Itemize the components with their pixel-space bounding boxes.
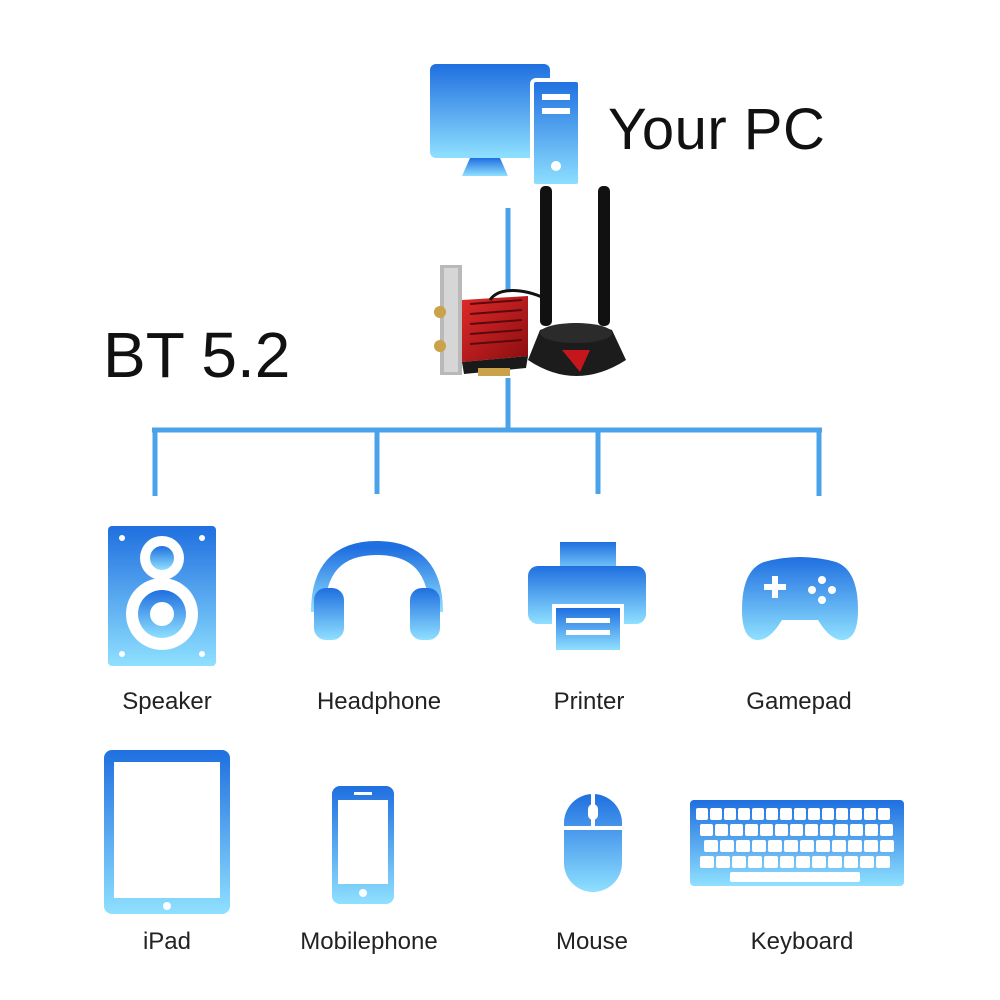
keyboard-key [832, 840, 846, 852]
keyboard-key [766, 808, 778, 820]
keyboard-key [732, 856, 746, 868]
pc-icon [430, 64, 580, 186]
keyboard-key [745, 824, 758, 836]
keyboard-key [800, 840, 814, 852]
keyboard-key [775, 824, 788, 836]
keyboard-key [878, 808, 890, 820]
antenna-base-image [528, 186, 626, 376]
keyboard-key [828, 856, 842, 868]
keyboard-key [780, 856, 794, 868]
keyboard-key [696, 808, 708, 820]
printer-icon [528, 542, 646, 650]
keyboard-key [794, 808, 806, 820]
keyboard-key [880, 840, 894, 852]
speaker-icon [108, 526, 216, 666]
device-label-printer: Printer [489, 688, 689, 716]
device-label-ipad: iPad [67, 928, 267, 956]
keyboard-key [844, 856, 858, 868]
device-label-mobilephone: Mobilephone [269, 928, 469, 956]
keyboard-key [860, 856, 874, 868]
keyboard-key [704, 840, 718, 852]
keyboard-key [764, 856, 778, 868]
device-label-headphone: Headphone [279, 688, 479, 716]
keyboard-key [736, 840, 750, 852]
keyboard-key [790, 824, 803, 836]
keyboard-key [820, 824, 833, 836]
keyboard-key [710, 808, 722, 820]
keyboard-key [848, 840, 862, 852]
keyboard-key [752, 840, 766, 852]
keyboard-key [715, 824, 728, 836]
keyboard-key [836, 808, 848, 820]
keyboard-key [864, 808, 876, 820]
keyboard-key [864, 840, 878, 852]
keyboard-key [760, 824, 773, 836]
mouse-icon [564, 794, 622, 892]
keyboard-icon [690, 800, 904, 886]
keyboard-key [808, 808, 820, 820]
device-label-mouse: Mouse [492, 928, 692, 956]
keyboard-key [730, 824, 743, 836]
keyboard-key [700, 824, 713, 836]
keyboard-key [850, 824, 863, 836]
keyboard-key [748, 856, 762, 868]
keyboard-key [880, 824, 893, 836]
keyboard-key [876, 856, 890, 868]
device-label-keyboard: Keyboard [702, 928, 902, 956]
keyboard-key [752, 808, 764, 820]
keyboard-key [738, 808, 750, 820]
keyboard-key [796, 856, 810, 868]
keyboard-key [822, 808, 834, 820]
headphone-icon [314, 548, 440, 640]
keyboard-key [805, 824, 818, 836]
tablet-icon [104, 750, 230, 914]
keyboard-key [720, 840, 734, 852]
keyboard-key [784, 840, 798, 852]
keyboard-key [768, 840, 782, 852]
keyboard-key [780, 808, 792, 820]
phone-icon [332, 786, 394, 904]
keyboard-spacebar [730, 872, 860, 882]
gamepad-icon [742, 557, 858, 640]
keyboard-key [716, 856, 730, 868]
keyboard-key [865, 824, 878, 836]
keyboard-key [700, 856, 714, 868]
device-label-speaker: Speaker [67, 688, 267, 716]
keyboard-key [812, 856, 826, 868]
keyboard-key [850, 808, 862, 820]
device-label-gamepad: Gamepad [699, 688, 899, 716]
pc-title: Your PC [608, 96, 825, 163]
keyboard-key [816, 840, 830, 852]
keyboard-key [724, 808, 736, 820]
bt-version-title: BT 5.2 [103, 318, 290, 392]
keyboard-key [835, 824, 848, 836]
